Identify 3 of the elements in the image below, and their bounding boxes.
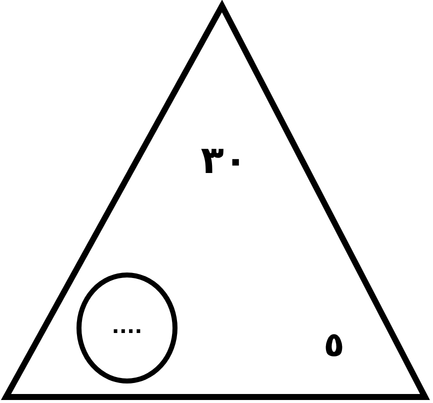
number-label: ٥ xyxy=(324,328,344,362)
number-label: ٣٠ xyxy=(200,141,248,179)
blank-placeholder: .... xyxy=(112,316,142,336)
